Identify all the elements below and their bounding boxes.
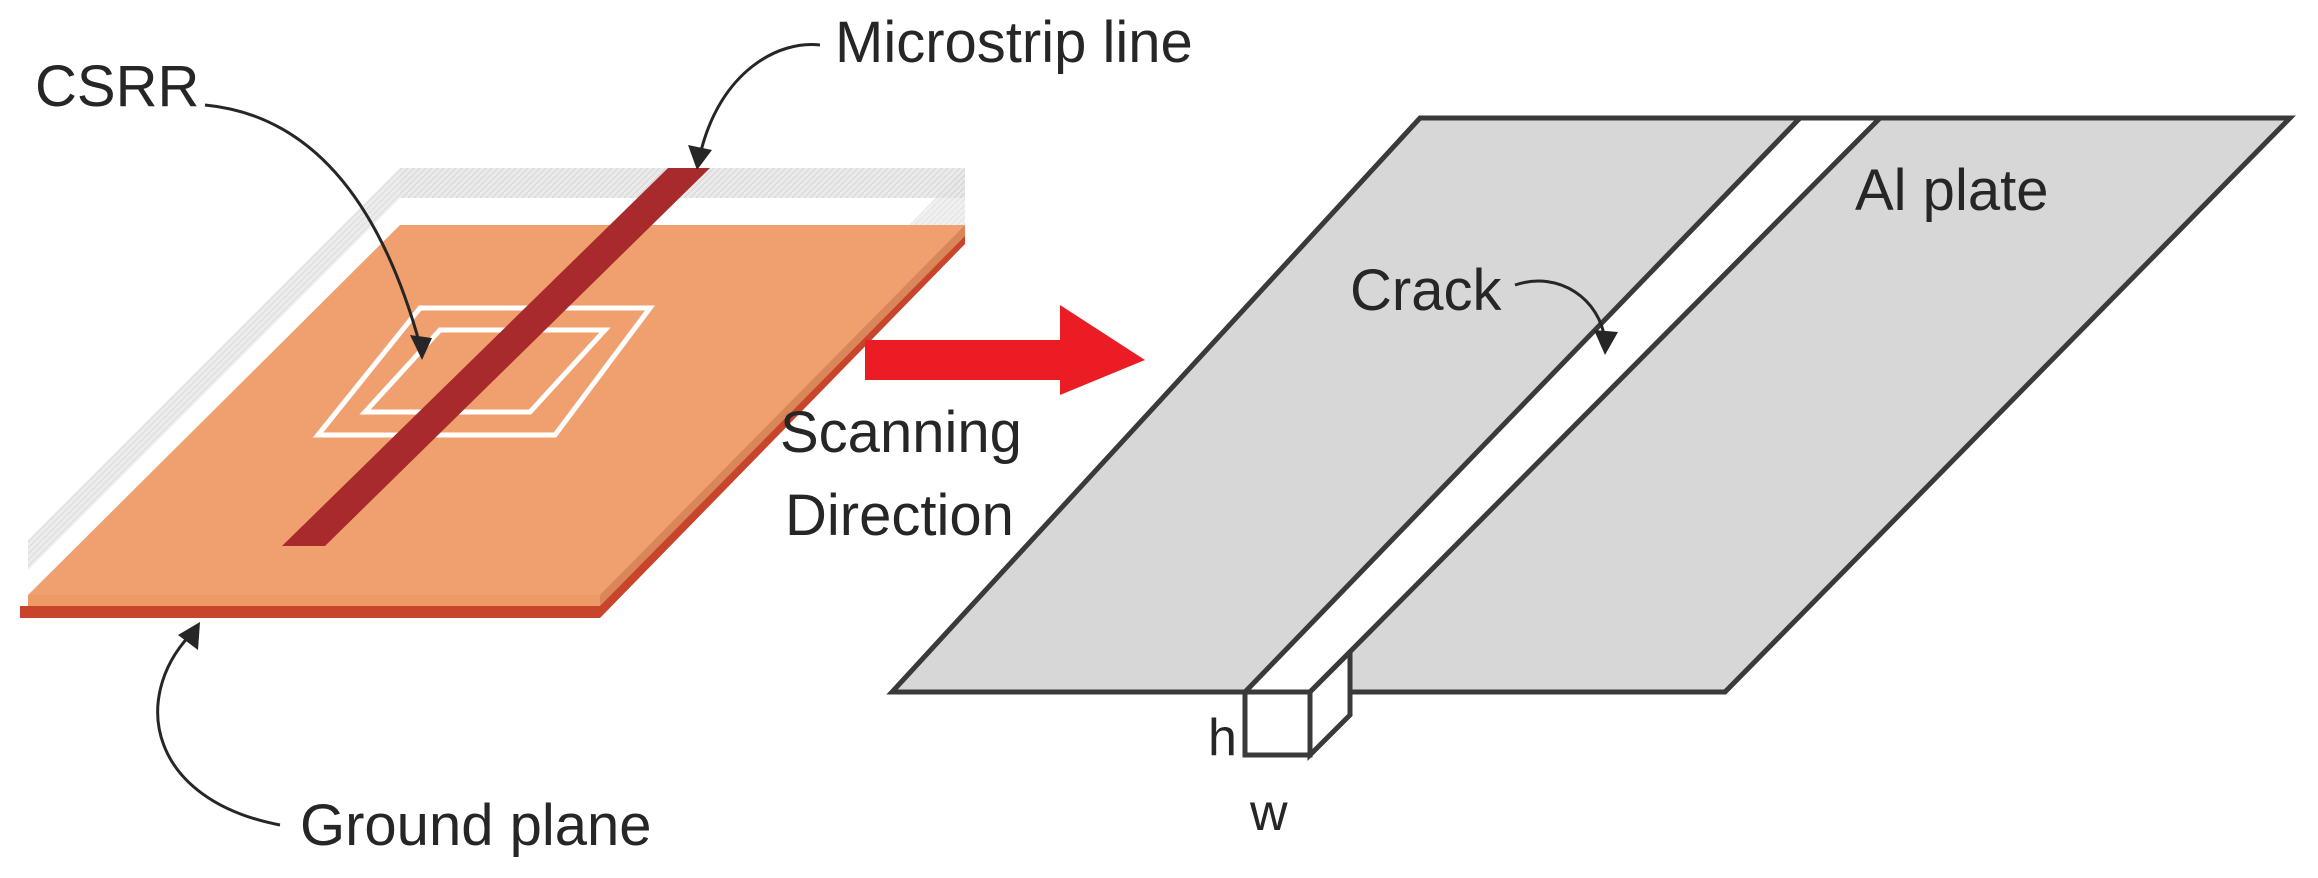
csrr-arrowhead (410, 335, 432, 360)
scanning-direction: Scanning Direction (780, 305, 1145, 548)
crack-label: Crack (1350, 258, 1502, 323)
scanning-label-line2: Direction (785, 483, 1014, 548)
csrr-pointer-arrow (204, 103, 422, 346)
csrr-outer-ring (312, 305, 655, 438)
ground-plane-label: Ground plane (300, 793, 651, 858)
crack-width-label: w (1249, 784, 1288, 842)
al-plate-label: Al plate (1855, 158, 2048, 223)
crack-pointer-arrow (1514, 279, 1607, 341)
csrr-rings (312, 305, 655, 438)
csrr-label: CSRR (35, 54, 199, 119)
al-plate-group: Al plate Crack h w (886, 115, 2296, 842)
microstrip-arrowhead (688, 145, 712, 170)
crack-height-label: h (1208, 709, 1237, 767)
ground-plane-pointer-arrow (156, 633, 281, 827)
microstrip-line-label: Microstrip line (835, 10, 1193, 75)
crack-arrowhead (1594, 330, 1618, 355)
microstrip-pointer-arrow (698, 42, 821, 156)
microstrip-line (282, 168, 710, 546)
ground-plane-arrowhead (178, 622, 200, 650)
crack-depth-front (1242, 689, 1313, 758)
scanning-label-line1: Scanning (780, 400, 1022, 465)
scanning-arrow (865, 305, 1145, 395)
crack-depth-side (1307, 645, 1353, 762)
cover-layer-left (28, 168, 400, 570)
csrr-sensor: CSRR Microstrip line Ground plane (20, 10, 1193, 858)
csrr-inner-ring (359, 327, 611, 415)
